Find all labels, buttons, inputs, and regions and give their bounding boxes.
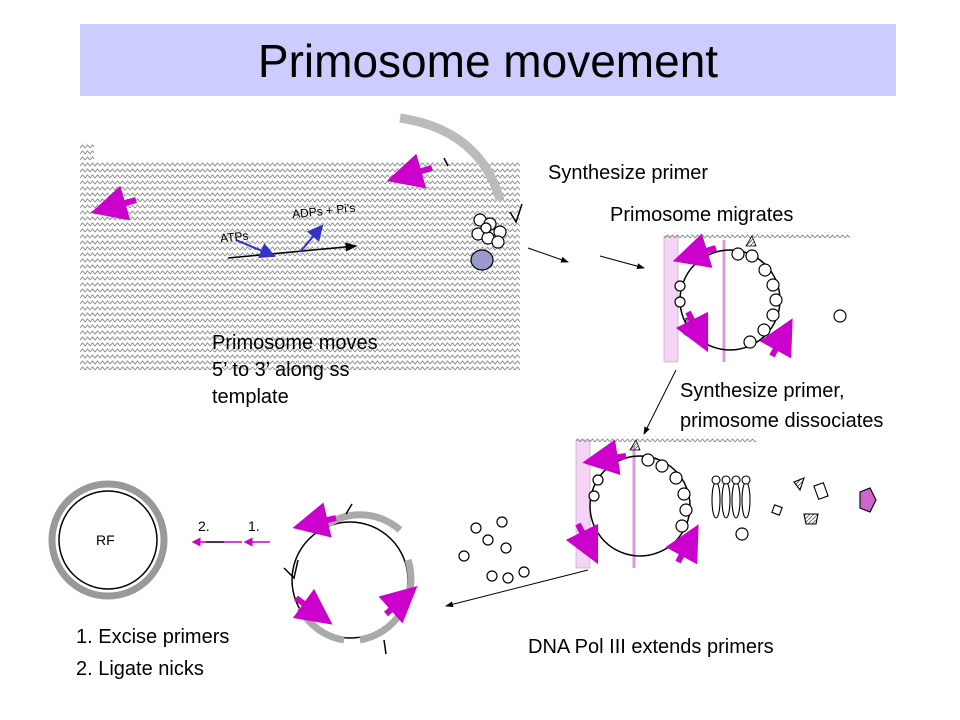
primer-arrow-icon [292, 588, 333, 625]
free-ssb-beads [458, 516, 530, 584]
primer-arrow-icon [565, 522, 599, 565]
num1-label: 1. [248, 518, 260, 534]
atps-label: ATPs [219, 228, 250, 246]
primosome-moves-line1: Primosome moves [212, 332, 378, 354]
rf-circle [589, 455, 691, 557]
step-arrow-icon [599, 255, 645, 270]
ss-template-strand [399, 113, 505, 202]
primer-arrow-icon [90, 185, 137, 221]
step-arrow-icon [445, 569, 589, 608]
dissociates-line1: Synthesize primer, [680, 380, 845, 402]
primer-arrow-icon [292, 502, 337, 538]
dissociates-line2: primosome dissociates [680, 410, 884, 432]
primer-arrow-icon [665, 524, 699, 565]
panel-primosome-migrates [663, 232, 850, 363]
panel-template-block [80, 113, 523, 370]
movement-arrow-icon [227, 242, 358, 259]
primer-arrow-icon [386, 153, 433, 189]
primer-arrow-icon [378, 586, 418, 624]
title-banner: Primosome movement [80, 24, 896, 96]
step-arrow-icon [527, 247, 569, 263]
pol-iii-label: DNA Pol III extends primers [528, 636, 774, 658]
rf-label: RF [96, 532, 115, 548]
adp-arrow-icon [299, 224, 324, 253]
atp-arrow-icon [235, 239, 276, 258]
released-primosome-icon [711, 475, 877, 525]
step-arrow-icon [643, 369, 677, 435]
primer-arrow-icon [759, 318, 793, 359]
panel-pol-iii-circle [283, 502, 418, 655]
step1-label: 1. Excise primers [76, 626, 230, 648]
page-title: Primosome movement [257, 35, 719, 87]
primer-arrow-icon [672, 233, 717, 268]
synthesize-primer-label: Synthesize primer [548, 162, 709, 184]
primosome-migrates-label: Primosome migrates [610, 204, 794, 226]
panel-rf-circle [48, 480, 168, 600]
primosome-moves-line2: 5’ to 3’ along ss [212, 359, 350, 381]
panel-primosome-dissociates [565, 436, 877, 569]
num2-label: 2. [198, 518, 210, 534]
primer-arrow-icon [582, 439, 627, 476]
primosome-moves-line3: template [212, 386, 289, 408]
primosome-complex-icon [470, 213, 507, 271]
step2-label: 2. Ligate nicks [76, 658, 204, 680]
primer-arrow-icon [675, 310, 709, 353]
